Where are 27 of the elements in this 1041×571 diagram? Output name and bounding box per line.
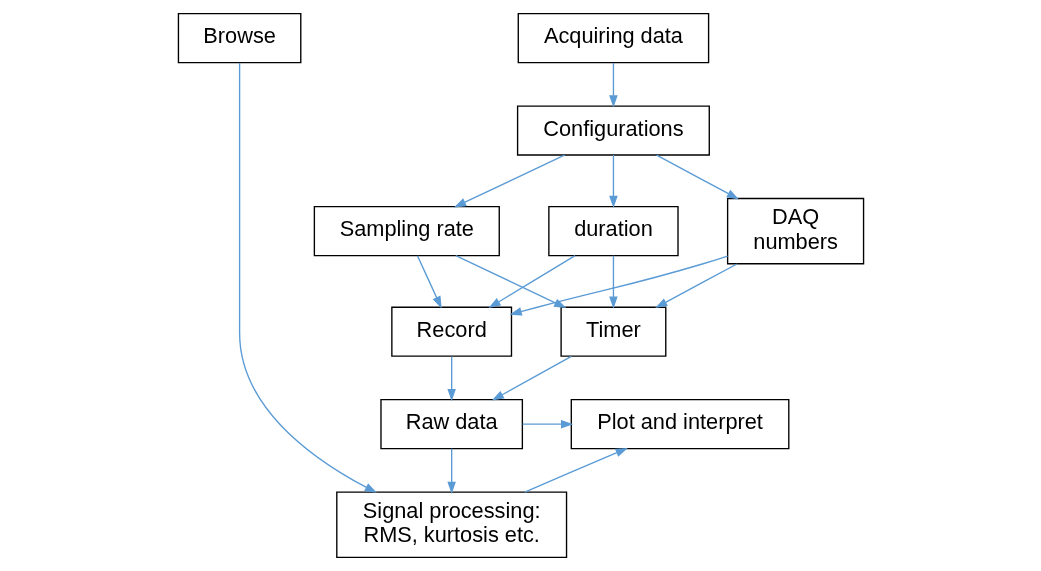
arrow — [655, 154, 739, 200]
arrow — [238, 62, 377, 493]
node-box: Acquiring data — [517, 12, 709, 64]
node-box: Raw data — [379, 399, 523, 450]
arrow — [446, 448, 456, 494]
arrow — [521, 419, 573, 429]
arrow — [523, 447, 628, 493]
arrow — [608, 62, 618, 108]
arrow — [608, 255, 618, 309]
arrow — [416, 255, 442, 309]
node-box: Timer — [559, 306, 666, 357]
arrow — [509, 255, 728, 316]
node-box: Configurations — [516, 105, 710, 156]
arrow — [608, 154, 618, 209]
arrow — [488, 255, 576, 309]
arrow — [654, 263, 738, 308]
node-box: Sampling rate — [313, 206, 500, 257]
arrow — [446, 355, 456, 402]
arrow — [453, 154, 565, 208]
node-box: Browse — [177, 12, 301, 64]
node-box: Signal processing: RMS, kurtosis etc. — [335, 491, 567, 559]
node-box: Record — [390, 306, 512, 357]
arrow — [491, 355, 572, 401]
arrow — [454, 255, 566, 309]
node-box: Plot and interpret — [570, 399, 789, 450]
node-box: duration — [547, 206, 679, 257]
node-box: DAQ numbers — [726, 197, 864, 265]
